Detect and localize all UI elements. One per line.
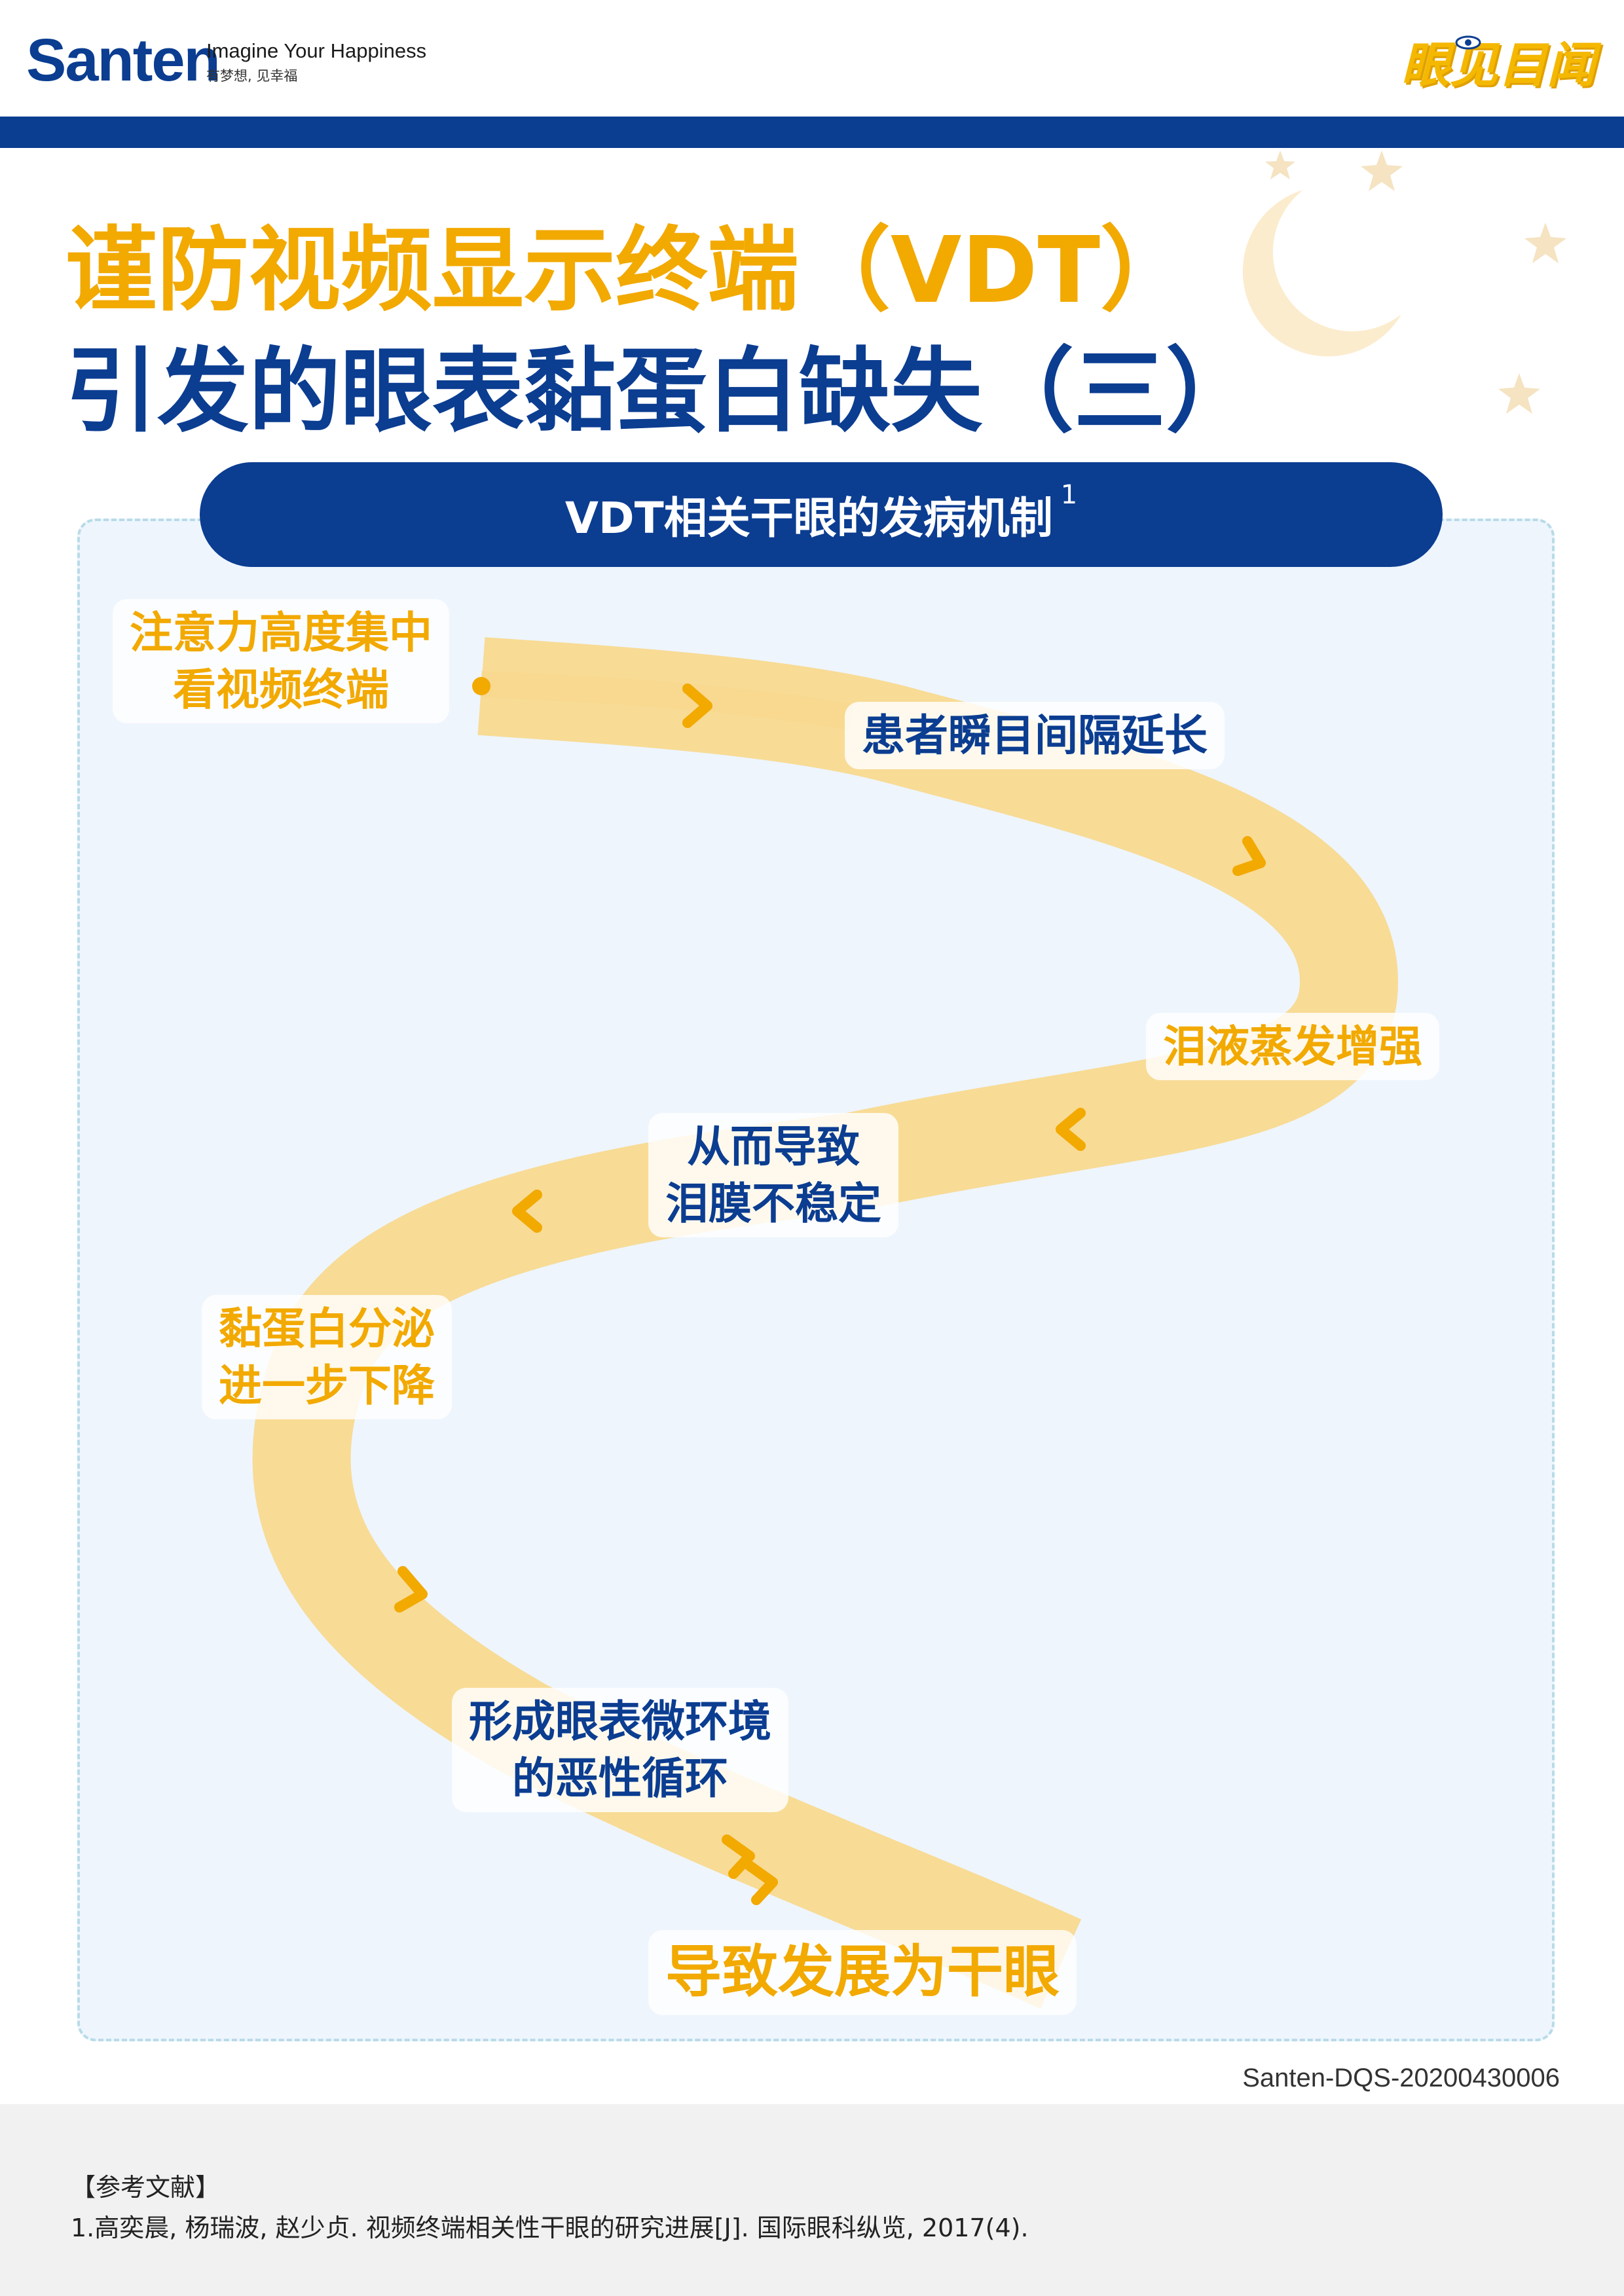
- direction-arrow-icon: [722, 1834, 755, 1879]
- brand-tagline-en: Imagine Your Happiness: [206, 39, 427, 62]
- step-7-label: 导致发展为干眼: [648, 1930, 1077, 2015]
- brand-tagline-cn: 有梦想, 见幸福: [206, 68, 298, 84]
- santen-logo: Santen Imagine Your Happiness 有梦想, 见幸福: [26, 26, 445, 98]
- star-icon: [1265, 151, 1295, 179]
- brand-name: Santen: [26, 27, 221, 94]
- eye-icon: [1455, 35, 1481, 50]
- reference-item: 1.高奕晨, 杨瑞波, 赵少贞. 视频终端相关性干眼的研究进展[J]. 国际眼科…: [71, 2214, 1029, 2242]
- reference-footer: [0, 2104, 1624, 2296]
- step-6-label: 形成眼表微环境 的恶性循环: [452, 1688, 788, 1813]
- references-title: 【参考文献】: [71, 2173, 221, 2202]
- page-title-line-2: 引发的眼表黏蛋白缺失（三）: [65, 338, 1258, 445]
- direction-arrow-icon: [512, 1190, 542, 1233]
- star-icon: [1361, 151, 1403, 191]
- direction-arrow-icon: [1232, 836, 1266, 876]
- panel-heading-text: VDT相关干眼的发病机制: [564, 493, 1053, 543]
- panel-heading-reference: 1: [1060, 480, 1078, 510]
- direction-arrow-icon: [745, 1861, 778, 1905]
- road-start-taper: [481, 671, 854, 730]
- moon-icon: [1242, 190, 1401, 357]
- star-icon: [1498, 373, 1540, 414]
- step-5-label: 黏蛋白分泌 进一步下降: [202, 1295, 452, 1420]
- document-code: Santen-DQS-20200430006: [1242, 2064, 1560, 2092]
- panel-heading: VDT相关干眼的发病机制 1: [200, 462, 1443, 567]
- direction-arrow-icon: [682, 683, 712, 728]
- page-title-line-1: 谨防视频显示终端（VDT）: [65, 217, 1192, 324]
- direction-arrow-icon: [1056, 1108, 1086, 1151]
- star-icon: [1524, 223, 1566, 263]
- step-4-label: 从而导致 泪膜不稳定: [648, 1113, 898, 1238]
- top-banner-bar: [0, 117, 1624, 148]
- step-1-label: 注意力高度集中 看视频终端: [113, 599, 449, 724]
- moon-stars-decoration: [1242, 151, 1566, 414]
- step-2-label: 患者瞬目间隔延长: [845, 702, 1225, 770]
- step-3-label: 泪液蒸发增强: [1146, 1013, 1439, 1081]
- road-start-dot: [472, 677, 490, 695]
- right-logo: 眼见目闻: [1401, 37, 1595, 94]
- direction-arrow-icon: [394, 1566, 428, 1613]
